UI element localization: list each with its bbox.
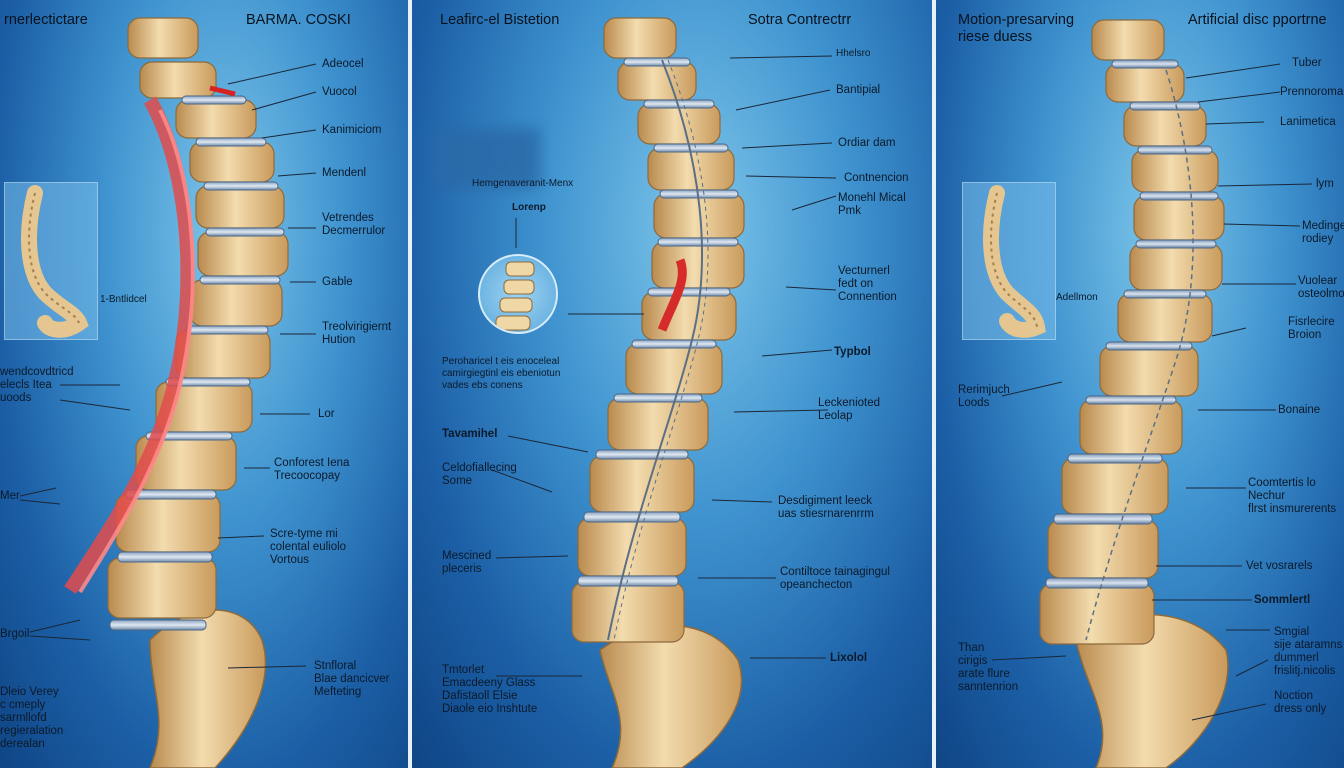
label-tmtorlet: Tmtorlet Emacdeeny Glass Dafistaoll Elsi… <box>442 664 538 715</box>
label-bantipial: Bantipial <box>836 84 881 96</box>
panel-fusion: Leafirc-el Bistetion Sotra Contrectrr Hh… <box>412 0 932 768</box>
label-typbol: Typbol <box>834 346 871 358</box>
label-leckenioted: Leckenioted Leolap <box>818 397 881 422</box>
label-vuocol: Vuocol <box>322 86 357 98</box>
label-hution: Treolvirigiernt Hution <box>322 321 392 346</box>
label-vecturnerl: Vecturnerl fedt on Connention <box>838 265 897 303</box>
panel-divider <box>932 0 936 768</box>
label-lor: Lor <box>318 408 335 420</box>
inset-magnifier <box>478 254 558 334</box>
label-fisrlecire: Fisrlecire Broion <box>1288 316 1335 341</box>
label-lixolol: Lixolol <box>830 652 868 664</box>
spine-illustration <box>19 17 317 768</box>
label-hhelsro: Hhelsro <box>836 48 871 59</box>
label-tuber: Tuber <box>1292 57 1322 69</box>
label-lanimetica: Lanimetica <box>1280 116 1336 128</box>
panel-artificial-disc: Motion-presarving riese duess Artificial… <box>936 0 1344 768</box>
label-adeocel: Adeocel <box>322 58 364 70</box>
panel-divider <box>408 0 412 768</box>
label-vortous: Scre-tyme mi colental euliolo Vortous <box>270 528 347 566</box>
label-kanimiciom: Kanimiciom <box>322 124 382 136</box>
panel-title-right: Artificial disc pportrne <box>1188 12 1327 28</box>
label-gable: Gable <box>322 276 353 288</box>
mini-spine-thumbnail <box>4 182 98 340</box>
label-vet-vosrarels: Vet vosrarels <box>1246 560 1313 572</box>
label-ordiar-dam: Ordiar dam <box>838 137 896 149</box>
label-sommlertl: Sommlertl <box>1254 594 1311 606</box>
label-vuolear: Vuolear osteolmocic <box>1298 275 1344 300</box>
label-noction: Noction dress only <box>1274 690 1327 715</box>
panel-degeneration: rnerlectictare BARMA. COSKI Adeocel Vuoc… <box>0 0 408 768</box>
label-smgial: Smgial sije ataramns dummerl frislitj.ni… <box>1274 626 1343 677</box>
label-peroharicel: Peroharicel t eis enoceleal camirgiegtin… <box>442 356 561 391</box>
label-stnfloral: Stnfloral Blae dancicver Mefteting <box>314 660 390 698</box>
label-desdigiment: Desdigiment leeck uas stiesrnarenrrm <box>778 495 874 520</box>
label-adellmon: Adellmon <box>1056 292 1098 303</box>
label-bntlidcel: 1-Bntlidcel <box>100 294 147 305</box>
label-vetrendes: Vetrendes Decmerrulor <box>322 212 386 237</box>
label-lym: lym <box>1316 178 1334 190</box>
label-brgoil: Brgoil <box>0 628 30 640</box>
label-medinge: Medinge rodiey <box>1302 220 1344 245</box>
blurred-patch <box>434 128 540 188</box>
label-celdofiallecing: Celdofiallecing Some <box>442 462 517 487</box>
label-hemgenaveranit: Hemgenaveranit-Menx <box>472 178 574 189</box>
label-lorenp: Lorenp <box>512 202 546 213</box>
label-coomtertis: Coomtertis lo Nechur flrst insmurerents <box>1248 477 1337 515</box>
label-than-cirigis: Than cirigis arate flure sanntenrion <box>958 642 1019 693</box>
label-uoods: wendcovdtricd elecls Itea uoods <box>0 366 74 404</box>
label-monehl-mical: Monehl Mical Pmk <box>838 192 906 217</box>
label-rerimjuch: Rerimjuch Loods <box>958 384 1010 409</box>
panel-title-right: Sotra Contrectrr <box>748 12 852 28</box>
panel-title-left: rnerlectictare <box>4 12 88 28</box>
mini-spine-thumbnail <box>962 182 1056 340</box>
panel-title-left: Leafirc-el Bistetion <box>440 12 560 28</box>
spine-illustration <box>491 17 837 768</box>
label-conforest: Conforest Iena Trecoocopay <box>274 457 350 482</box>
panel-title-right: BARMA. COSKI <box>246 12 351 28</box>
panel-title-left: Motion-presarving riese duess <box>958 12 1075 45</box>
label-mendenl: Mendenl <box>322 167 367 179</box>
label-bonaine: Bonaine <box>1278 404 1321 416</box>
spine-illustration <box>991 19 1313 768</box>
label-dleio-verey: Dleio Verey c cmeply sarmllofd regierala… <box>0 686 64 750</box>
label-mer: Mer <box>0 490 20 502</box>
label-contiltoce: Contiltoce tainagingul opeanchecton <box>780 566 890 591</box>
label-mescined: Mescined pleceris <box>442 550 492 575</box>
label-contnencion: Contnencion <box>844 172 909 184</box>
label-tavamihel: Tavamihel <box>442 428 498 440</box>
label-prennoromal: Prennoromal <box>1280 86 1344 98</box>
